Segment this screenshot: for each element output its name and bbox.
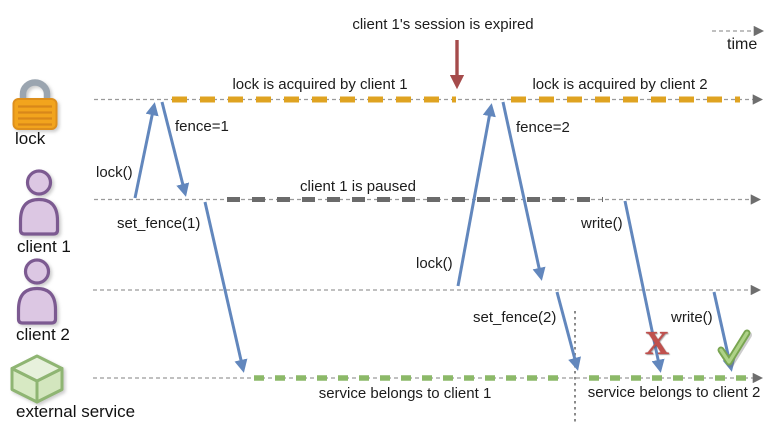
person-icon (16, 258, 58, 325)
lane-label-client1: client 1 (17, 237, 71, 256)
padlock-icon (12, 79, 58, 130)
lane-label-lock: lock (15, 129, 46, 148)
person-icon (18, 169, 60, 236)
lock2-label: lock() (416, 255, 453, 272)
set-fence2-label: set_fence(2) (473, 309, 557, 326)
client1-write-arrow (623, 200, 665, 373)
set-fence1-arrow (203, 201, 248, 373)
lane-label-external-service: external service (16, 402, 136, 421)
lock2-request-arrow (456, 103, 496, 287)
lock-acquired-client1-label: lock is acquired by client 1 (232, 76, 408, 93)
service-belongs-client1-label: service belongs to client 1 (318, 385, 492, 402)
lock1-request-arrow (133, 102, 159, 199)
fence1-response-arrow (160, 101, 190, 197)
set-fence1-label: set_fence(1) (117, 215, 201, 232)
write1-label: write() (581, 215, 623, 232)
time-axis-label: time (727, 36, 758, 53)
lock-acquired-client2-label: lock is acquired by client 2 (532, 76, 708, 93)
fail-x-icon: X (644, 325, 670, 362)
lock1-label: lock() (96, 164, 133, 181)
fence1-label: fence=1 (175, 118, 229, 135)
cube-icon (10, 354, 64, 404)
session-expired-note: client 1's session is expired (352, 16, 534, 33)
client1-paused-label: client 1 is paused (300, 178, 416, 195)
write2-label: write() (671, 309, 713, 326)
lane-label-client2: client 2 (16, 325, 70, 344)
service-belongs-client2-label: service belongs to client 2 (587, 384, 761, 401)
success-check-icon (717, 329, 752, 368)
fence2-response-arrow (501, 101, 546, 281)
set-fence2-arrow (555, 291, 581, 371)
fence2-label: fence=2 (516, 119, 570, 136)
